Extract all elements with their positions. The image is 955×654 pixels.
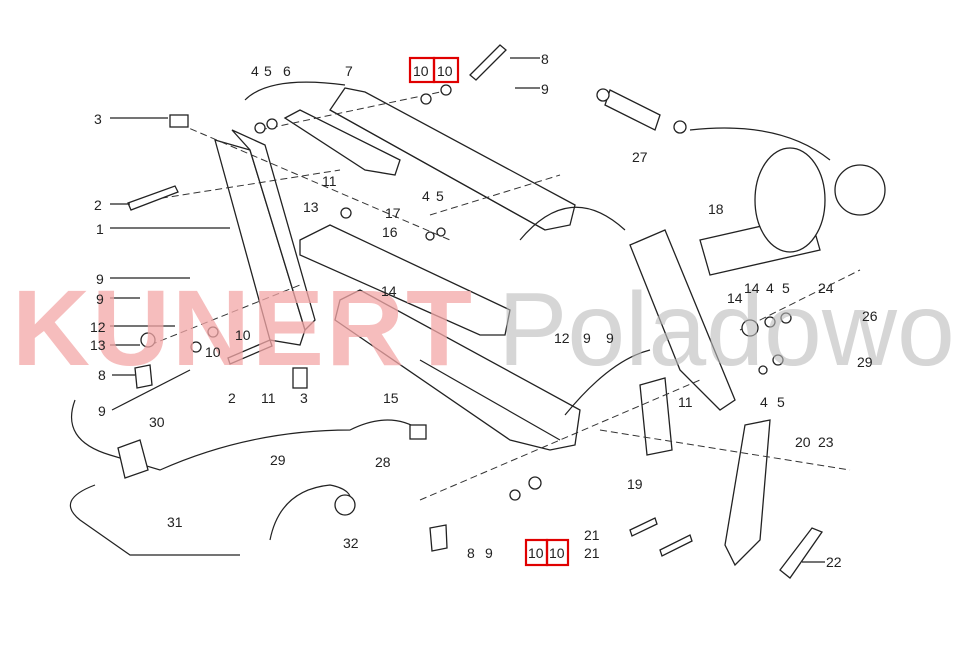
- callout: 9: [606, 330, 614, 346]
- callout: 15: [383, 390, 399, 406]
- callout: 29: [270, 452, 286, 468]
- callout: 23: [818, 434, 834, 450]
- callout: 10: [205, 344, 221, 360]
- callout: 24: [818, 280, 834, 296]
- callout: 9: [98, 403, 106, 419]
- callout: 3: [94, 111, 102, 127]
- bracket-20: [724, 419, 771, 567]
- flange: [754, 147, 826, 253]
- callout: 11: [261, 390, 276, 406]
- callout: 4: [251, 63, 259, 79]
- lower-arm: [334, 289, 581, 451]
- callout: 5: [436, 188, 444, 204]
- watermark-place: Poladowo: [498, 272, 955, 388]
- callout: 13: [303, 199, 319, 215]
- middle-arm: [299, 224, 511, 336]
- callout: 12: [90, 319, 106, 335]
- callout: 30: [149, 414, 165, 430]
- cylinder: [604, 89, 661, 131]
- callout: 17: [385, 205, 401, 221]
- callout: 12: [554, 330, 570, 346]
- callout: 5: [264, 63, 272, 79]
- callout: 3: [300, 390, 308, 406]
- right-frame-plate: [629, 229, 736, 411]
- callout: 5: [777, 394, 785, 410]
- callout-highlighted: 10: [413, 63, 429, 79]
- watermark: KUNERT Poladowo: [12, 267, 955, 388]
- callout: 9: [96, 271, 104, 287]
- callout: 8: [541, 51, 549, 67]
- callout: 4: [760, 394, 768, 410]
- callout: 8: [467, 545, 475, 561]
- callout: 10: [235, 327, 251, 343]
- callout-highlighted: 10: [437, 63, 453, 79]
- callout-highlighted: 10: [549, 545, 565, 561]
- bracket-19: [639, 377, 673, 456]
- callout: 13: [90, 337, 106, 353]
- highlight-box: [432, 56, 460, 84]
- frame-plate-left: [214, 139, 306, 346]
- callout: 27: [632, 149, 648, 165]
- callout: 14: [744, 280, 760, 296]
- callout: 6: [283, 63, 291, 79]
- callout: 20: [795, 434, 811, 450]
- coupling-28: [409, 424, 427, 440]
- callout: 5: [782, 280, 790, 296]
- upper-link: [283, 109, 401, 176]
- tee-30: [117, 439, 149, 479]
- frame-plate-right: [231, 129, 316, 332]
- callout: 18: [708, 201, 724, 217]
- callout: 9: [541, 81, 549, 97]
- callout-labels: 4 5 6 7 10 10 8 9 3 27 11 2 17 4 5 18 13…: [90, 51, 878, 570]
- callout: 19: [627, 476, 643, 492]
- callout: 32: [343, 535, 359, 551]
- callout: 1: [96, 221, 104, 237]
- drawing-lines: [69, 44, 886, 579]
- watermark-brand: KUNERT: [12, 267, 474, 388]
- callout: 7: [345, 63, 353, 79]
- pin-22: [779, 527, 824, 579]
- callout: 11: [322, 173, 337, 189]
- callout: 4: [766, 280, 774, 296]
- callout: 2: [94, 197, 102, 213]
- callout: 2: [228, 390, 236, 406]
- callout: 14: [727, 290, 743, 306]
- callout: 9: [96, 291, 104, 307]
- hose-31: [69, 484, 240, 556]
- callout: 4: [422, 188, 430, 204]
- callout: 26: [862, 308, 878, 324]
- callout: 31: [167, 514, 183, 530]
- callout-highlighted: 10: [528, 545, 544, 561]
- callout: 9: [583, 330, 591, 346]
- callout: 8: [98, 367, 106, 383]
- callout: 16: [382, 224, 398, 240]
- hose-29: [71, 399, 421, 471]
- callout: 9: [485, 545, 493, 561]
- callout: 28: [375, 454, 391, 470]
- callout: 11: [678, 394, 693, 410]
- callout: 29: [857, 354, 873, 370]
- callout: 21: [584, 545, 600, 561]
- callout: 14: [381, 283, 397, 299]
- highlight-boxes: [408, 56, 570, 567]
- callout: 21: [584, 527, 600, 543]
- highlight-box: [545, 538, 570, 567]
- callout: 22: [826, 554, 842, 570]
